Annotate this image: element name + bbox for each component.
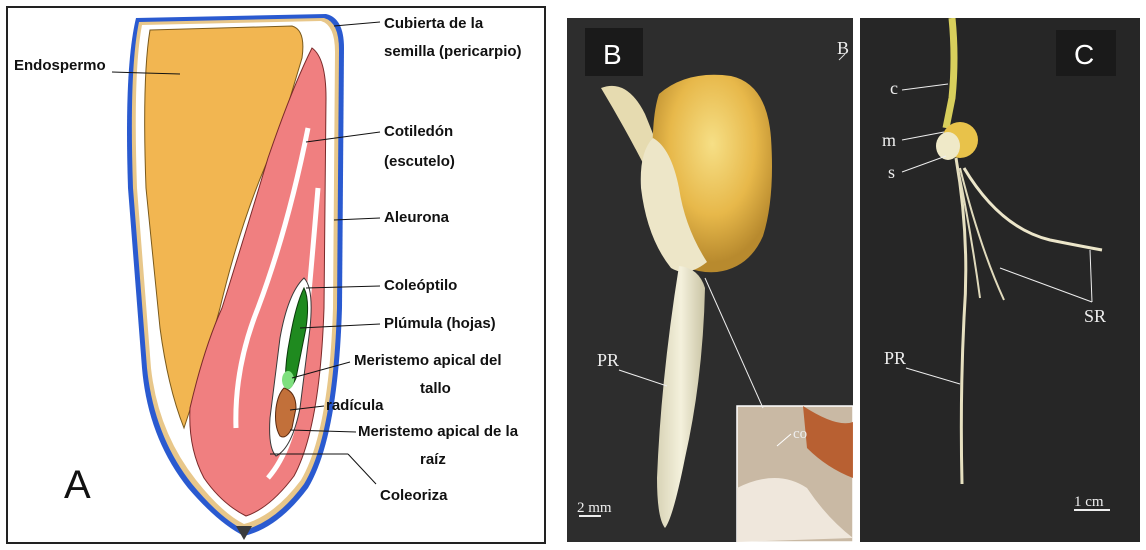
label-meristemo-tallo-1: Meristemo apical del xyxy=(354,352,502,369)
panel-b-corner-mark: B xyxy=(837,38,849,58)
label-meristemo-tallo-2: tallo xyxy=(420,380,451,397)
label-coleoriza: Coleoriza xyxy=(380,487,448,504)
label-radicula: radícula xyxy=(326,397,384,414)
panel-c-s-label: s xyxy=(888,162,895,182)
label-plumula: Plúmula (hojas) xyxy=(384,315,496,332)
panel-b-pr-label: PR xyxy=(597,350,619,370)
label-cubierta-1: Cubierta de la xyxy=(384,15,484,32)
label-cubierta-2: semilla (pericarpio) xyxy=(384,43,522,60)
panel-a-letter: A xyxy=(64,463,91,507)
seed-diagram-svg: Endospermo Cubierta de la semilla (peric… xyxy=(8,8,544,542)
panel-c-c-label: c xyxy=(890,78,898,98)
inset-co-label: co xyxy=(793,426,807,442)
label-cotiledon-1: Cotiledón xyxy=(384,123,453,140)
label-meristemo-raiz-1: Meristemo apical de la xyxy=(358,423,519,440)
panel-c-scale-label: 1 cm xyxy=(1074,494,1104,510)
panel-b-letter: B xyxy=(603,39,622,70)
panel-c-pr-label: PR xyxy=(884,348,906,368)
label-aleurona: Aleurona xyxy=(384,209,450,226)
label-cotiledon-2: (escutelo) xyxy=(384,153,455,170)
panel-c-sr-label: SR xyxy=(1084,306,1106,326)
panel-a-seed-diagram: Endospermo Cubierta de la semilla (peric… xyxy=(6,6,546,544)
panel-b-photo: B B PR co 2 mm xyxy=(567,18,853,542)
label-meristemo-raiz-2: raíz xyxy=(420,451,446,468)
panel-c-letter: C xyxy=(1074,39,1094,70)
panel-c-m-label: m xyxy=(882,130,896,150)
panel-c-photo: C c m s SR PR 1 cm xyxy=(860,18,1140,542)
label-coleoptilo: Coleóptilo xyxy=(384,277,457,294)
panel-c-svg: C c m s SR PR 1 cm xyxy=(860,18,1140,542)
label-endospermo: Endospermo xyxy=(14,57,106,74)
panel-b-scale-label: 2 mm xyxy=(577,500,612,516)
panel-b-svg: B B PR co 2 mm xyxy=(567,18,853,542)
